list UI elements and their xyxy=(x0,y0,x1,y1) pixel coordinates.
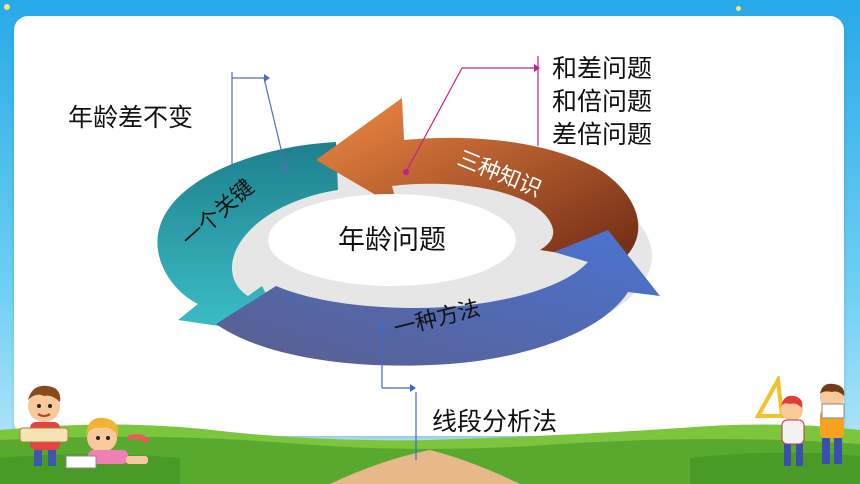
connector-key xyxy=(231,72,289,173)
sky-dot xyxy=(4,4,10,10)
knowledge-list: 和差问题 和倍问题 差倍问题 xyxy=(552,52,652,151)
knowledge-item: 和差问题 xyxy=(552,54,653,83)
segment-knowledge xyxy=(316,98,639,262)
knowledge-item: 和倍问题 xyxy=(552,87,653,116)
key-point-text: 年龄差不变 xyxy=(68,103,194,132)
sky-dot xyxy=(736,6,741,11)
kids-left-illustration xyxy=(19,385,150,469)
segment-key xyxy=(157,142,338,336)
connector-knowledge xyxy=(403,56,540,175)
knowledge-item: 差倍问题 xyxy=(552,120,653,149)
ground-illustration xyxy=(0,424,860,484)
center-topic: 年龄问题 xyxy=(338,225,446,256)
connector-method xyxy=(379,323,417,460)
method-text: 线段分析法 xyxy=(432,407,558,436)
kids-right-illustration xyxy=(754,376,845,466)
segment-method xyxy=(216,230,660,366)
